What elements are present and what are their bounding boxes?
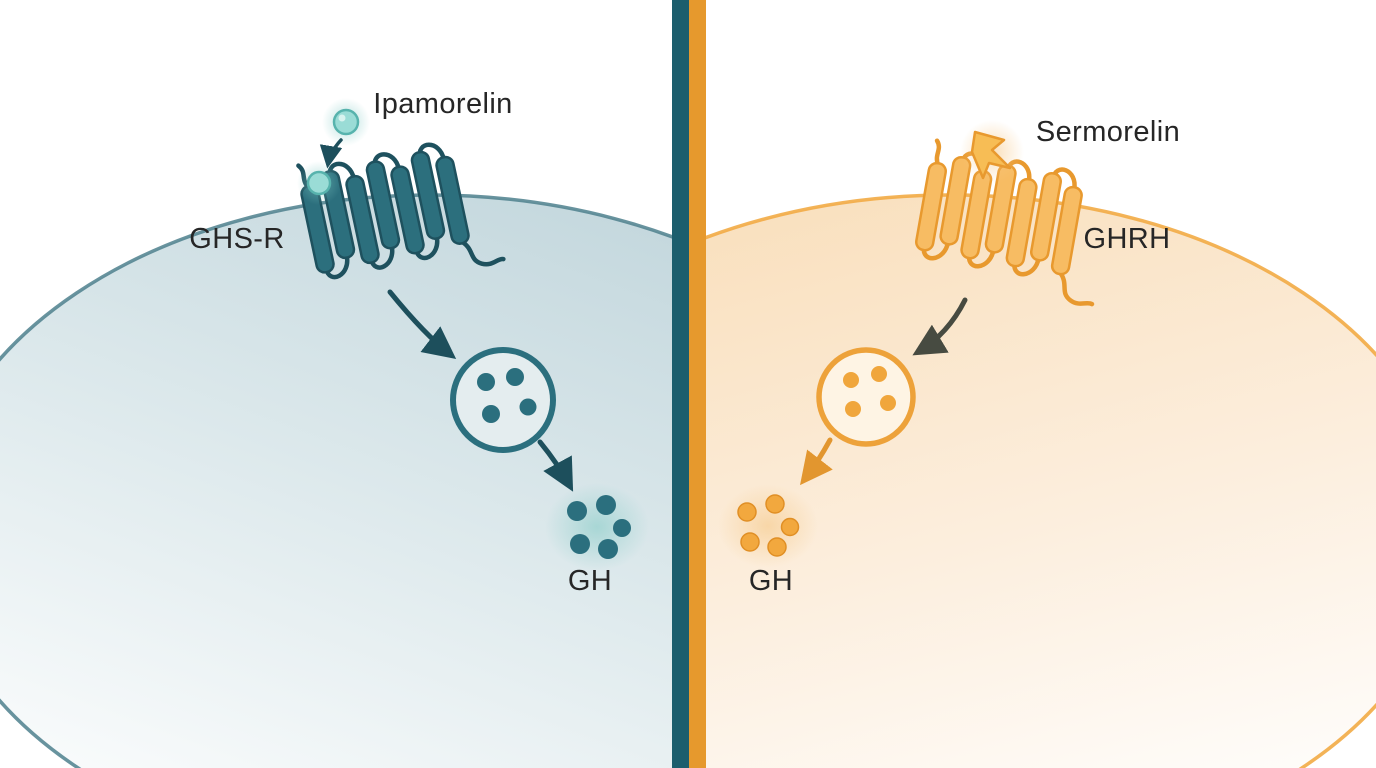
ligand-binding-arrow — [319, 138, 343, 169]
gh-cluster-right — [718, 484, 818, 568]
sermorelin-label: Sermorelin — [1036, 116, 1180, 148]
gh-label-right: GH — [749, 565, 793, 597]
ghrh-receptor-7tm — [915, 138, 1095, 307]
ghs-r-label: GHS-R — [189, 223, 284, 255]
signal-arrow-left — [387, 289, 457, 359]
release-arrow-left — [537, 439, 574, 492]
gh-label-left: GH — [568, 565, 612, 597]
ipamorelin-ligand — [297, 98, 370, 205]
sermorelin-ligand — [960, 120, 1024, 184]
release-arrow-right — [800, 437, 833, 486]
divider-orange-bar — [689, 0, 706, 768]
ipamorelin-label: Ipamorelin — [373, 88, 512, 120]
ghrh-label: GHRH — [1084, 223, 1171, 255]
divider-teal-bar — [672, 0, 689, 768]
vesicle-left — [450, 347, 556, 453]
vesicle-right — [816, 347, 916, 447]
signal-arrow-right — [912, 297, 968, 356]
gh-cluster-left — [545, 483, 649, 571]
receptor-helices — [915, 156, 1083, 276]
